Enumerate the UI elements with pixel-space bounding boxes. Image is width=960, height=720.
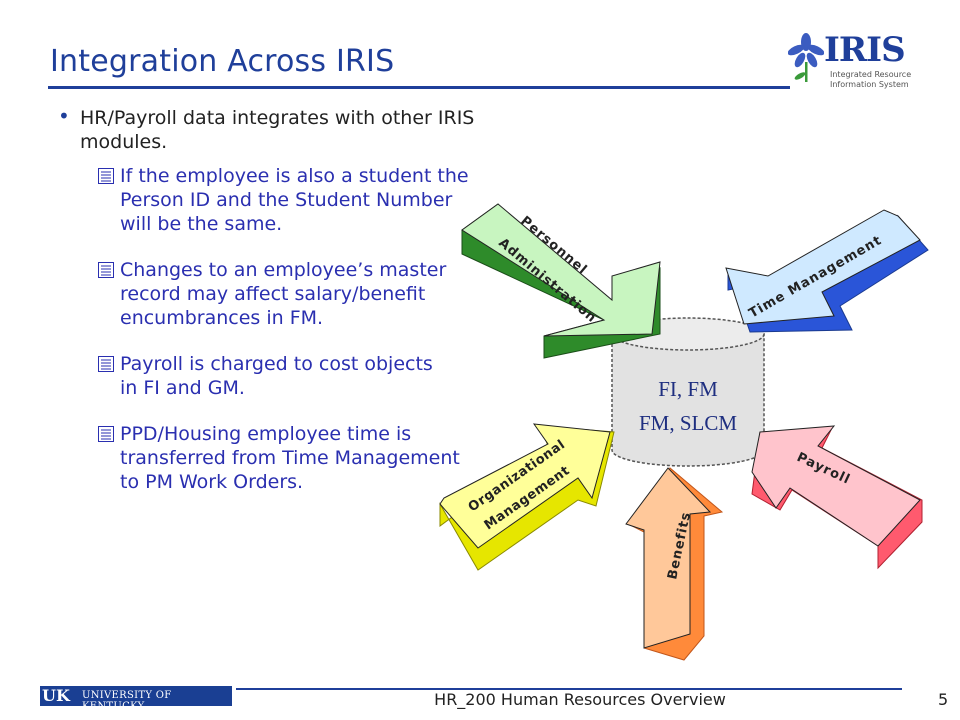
footer-rule (236, 688, 902, 690)
university-logo-name: UNIVERSITY OF KENTUCKY (82, 690, 172, 712)
bullet-dot-icon: • (58, 104, 70, 128)
main-bullet-text: HR/Payroll data integrates with other IR… (80, 107, 475, 153)
arrow-time-management: Time Management (725, 209, 929, 333)
hub-line-2: FM, SLCM (639, 411, 737, 435)
arrow-organizational-management: Organizational Management (439, 423, 615, 571)
sub-bullet: If the employee is also a student the Pe… (58, 164, 488, 236)
list-marker-icon (98, 356, 114, 372)
list-marker-icon (98, 426, 114, 442)
sub-bullet: Payroll is charged to cost objects in FI… (58, 352, 440, 400)
main-bullet: • HR/Payroll data integrates with other … (58, 104, 478, 154)
bullet-list: • HR/Payroll data integrates with other … (58, 104, 478, 494)
hub-line-1: FI, FM (658, 377, 718, 401)
iris-subline-1: Integrated Resource (830, 70, 912, 79)
page-number: 5 (938, 690, 949, 709)
iris-logo: IRIS Integrated Resource Information Sys… (788, 28, 938, 90)
hub-cylinder: FI, FM FM, SLCM (611, 317, 765, 467)
title-underline (48, 86, 790, 89)
arrow-personnel-administration: Personnel Administration (461, 203, 661, 359)
footer-title: HR_200 Human Resources Overview (434, 690, 726, 709)
iris-wordmark: IRIS (824, 30, 906, 70)
arrow-benefits: Benefits (625, 467, 724, 661)
sub-bullet: Changes to an employee’s master record m… (58, 258, 476, 330)
slide-title: Integration Across IRIS (50, 44, 395, 79)
list-marker-icon (98, 262, 114, 278)
university-logo: UK UNIVERSITY OF KENTUCKY (40, 686, 232, 712)
arrow-payroll: Payroll (751, 425, 923, 570)
sub-bullet-text: PPD/Housing employee time is transferred… (120, 423, 460, 493)
sub-bullet-text: Payroll is charged to cost objects in FI… (120, 353, 433, 399)
university-logo-mark: UK (42, 686, 70, 705)
sub-bullet-text: Changes to an employee’s master record m… (120, 259, 447, 329)
integration-diagram: FI, FM FM, SLCM Personnel Administration… (439, 203, 929, 661)
iris-subline-2: Information System (830, 80, 909, 89)
list-marker-icon (98, 168, 114, 184)
sub-bullet: PPD/Housing employee time is transferred… (58, 422, 460, 494)
sub-bullet-text: If the employee is also a student the Pe… (120, 165, 469, 235)
iris-flower-icon (788, 33, 824, 82)
